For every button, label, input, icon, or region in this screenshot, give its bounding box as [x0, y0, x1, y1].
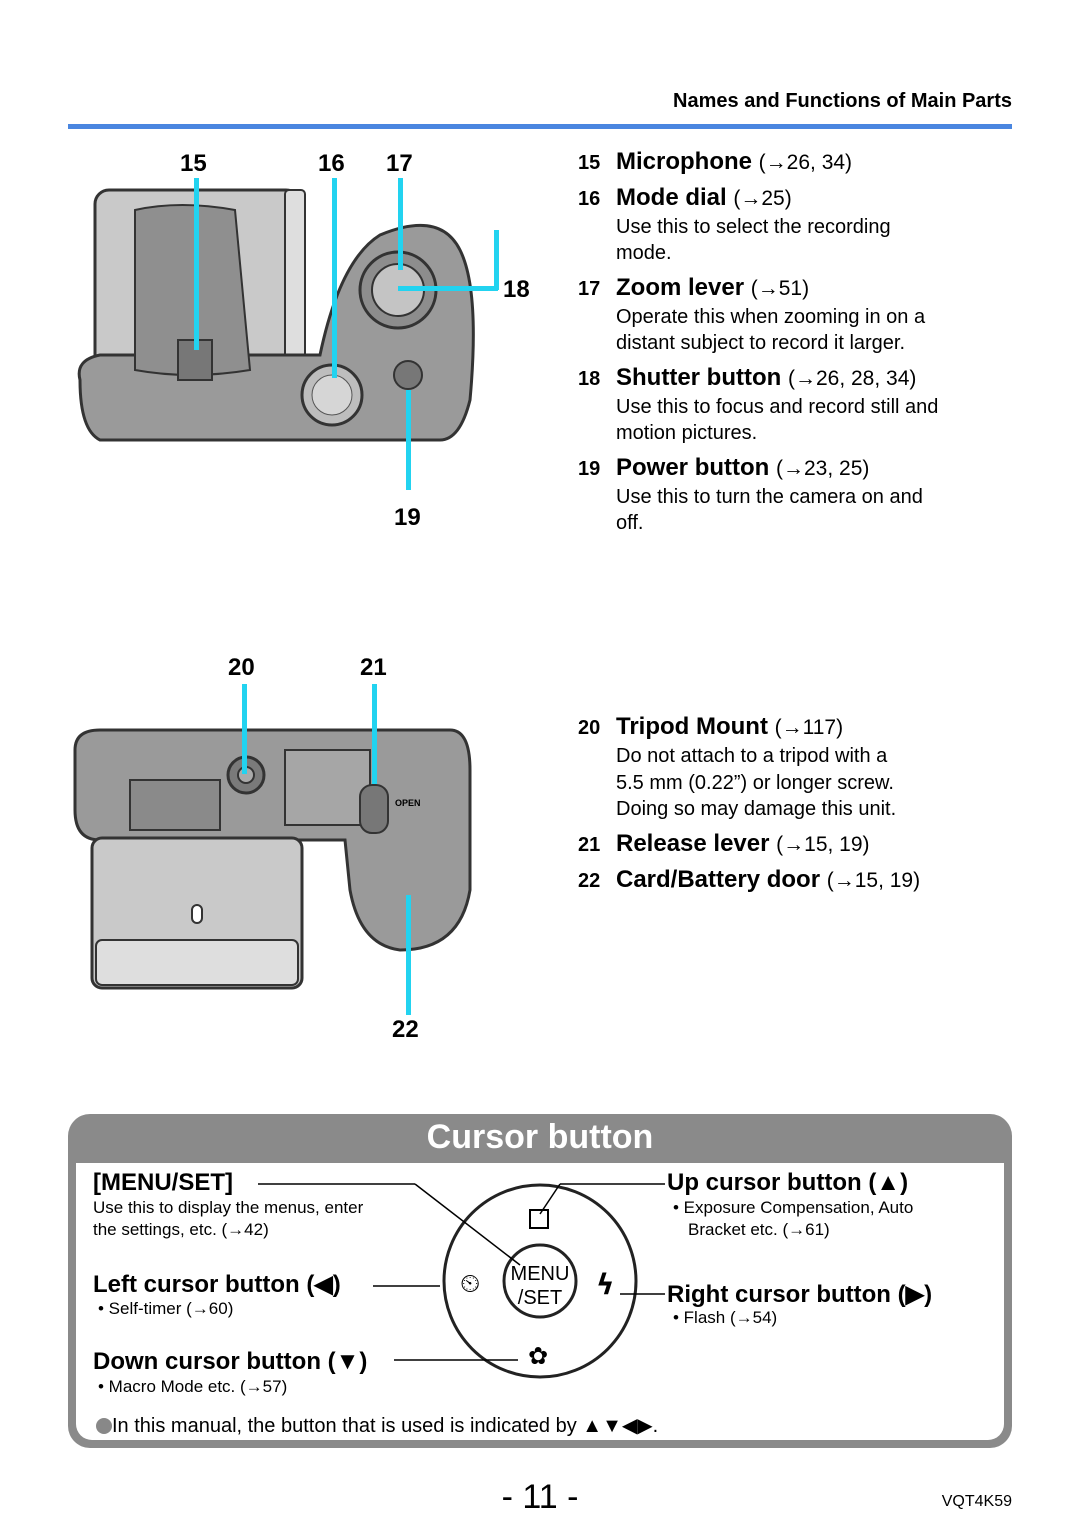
document-code: VQT4K59: [941, 1493, 1012, 1510]
item-21-number: 21: [578, 834, 601, 856]
item-19-desc-1: Use this to turn the camera on and: [616, 486, 923, 508]
cursor-note-text: In this manual, the button that is used …: [112, 1415, 659, 1437]
self-timer-icon: ⏲: [460, 1269, 480, 1299]
cursor-dial-illustration: ⏲ ϟ ✿ MENU /SET: [442, 1183, 638, 1379]
item-16-desc-1: Use this to select the recording: [616, 216, 891, 238]
menu-set-text-line2: /SET: [518, 1287, 562, 1309]
item-16-number: 16: [578, 188, 601, 210]
callout-number-21: 21: [360, 654, 387, 681]
cursor-note: In this manual, the button that is used …: [96, 1413, 658, 1438]
header-rule: [68, 124, 1012, 129]
cursor-button-title: Cursor button: [426, 1118, 654, 1156]
menu-set-desc-2: the settings, etc. (→42): [93, 1220, 269, 1239]
up-cursor-label: Up cursor button (▲): [667, 1169, 909, 1196]
callout-line-21: [372, 684, 377, 784]
menu-set-text-line1: MENU: [511, 1263, 570, 1285]
callout-line-16: [332, 178, 337, 378]
item-17-number: 17: [578, 278, 601, 300]
right-cursor-label: Right cursor button (▶): [667, 1281, 933, 1308]
callout-number-17: 17: [386, 150, 413, 177]
callout-number-20: 20: [228, 654, 255, 681]
page-number: - 11 -: [501, 1478, 579, 1516]
macro-icon: ✿: [528, 1342, 548, 1370]
down-cursor-desc: • Macro Mode etc. (→57): [98, 1377, 288, 1396]
right-cursor-desc: • Flash (→54): [673, 1308, 778, 1327]
item-20-desc-1: Do not attach to a tripod with a: [616, 745, 888, 767]
item-19-desc-2: off.: [616, 512, 644, 534]
callout-line-15: [194, 178, 199, 350]
callout-number-22: 22: [392, 1016, 419, 1043]
item-20-number: 20: [578, 717, 601, 739]
callout-line-20: [242, 684, 247, 774]
item-21-title: Release lever (→15, 19): [616, 830, 870, 857]
item-18-number: 18: [578, 368, 601, 390]
item-17-title: Zoom lever (→51): [616, 274, 810, 301]
item-15-number: 15: [578, 152, 601, 174]
item-19-number: 19: [578, 458, 601, 480]
callout-number-18: 18: [503, 276, 530, 303]
callout-line-19: [406, 390, 411, 490]
flash-icon: ϟ: [596, 1268, 614, 1301]
callout-line-18: [398, 286, 498, 291]
item-16-title: Mode dial (→25): [616, 184, 792, 211]
callout-line-22: [406, 895, 411, 1015]
item-16-desc-2: mode.: [616, 242, 672, 264]
item-18-desc-2: motion pictures.: [616, 422, 758, 444]
item-20-title: Tripod Mount (→117): [616, 713, 844, 740]
item-18-title: Shutter button (→26, 28, 34): [616, 364, 917, 391]
up-cursor-desc-2: Bracket etc. (→61): [688, 1220, 830, 1239]
menu-set-label: [MENU/SET]: [93, 1169, 233, 1196]
bullet-icon: [96, 1418, 112, 1434]
open-label: OPEN: [395, 798, 421, 808]
callout-number-15: 15: [180, 150, 207, 177]
exposure-compensation-icon: [529, 1209, 549, 1229]
section-header: Names and Functions of Main Parts: [673, 90, 1012, 112]
item-20-desc-2: 5.5 mm (0.22”) or longer screw.: [616, 772, 894, 794]
callout-line-17: [398, 178, 403, 270]
callout-line-18-v: [494, 230, 499, 290]
menu-set-desc-1: Use this to display the menus, enter: [93, 1198, 364, 1217]
camera-bottom-view-illustration: OPEN: [73, 728, 472, 990]
item-19-title: Power button (→23, 25): [616, 454, 870, 481]
callout-number-16: 16: [318, 150, 345, 177]
down-cursor-label: Down cursor button (▼): [93, 1348, 368, 1375]
item-17-desc-1: Operate this when zooming in on a: [616, 306, 926, 328]
item-22-title: Card/Battery door (→15, 19): [616, 866, 921, 893]
callout-number-19: 19: [394, 504, 421, 531]
item-22-number: 22: [578, 870, 601, 892]
left-cursor-desc: • Self-timer (→60): [98, 1299, 234, 1318]
item-20-desc-3: Doing so may damage this unit.: [616, 798, 897, 820]
up-cursor-desc-1: • Exposure Compensation, Auto: [673, 1198, 914, 1217]
item-18-desc-1: Use this to focus and record still and: [616, 396, 939, 418]
item-17-desc-2: distant subject to record it larger.: [616, 332, 906, 354]
left-cursor-label: Left cursor button (◀): [93, 1271, 341, 1298]
item-15-title: Microphone (→26, 34): [616, 148, 853, 175]
